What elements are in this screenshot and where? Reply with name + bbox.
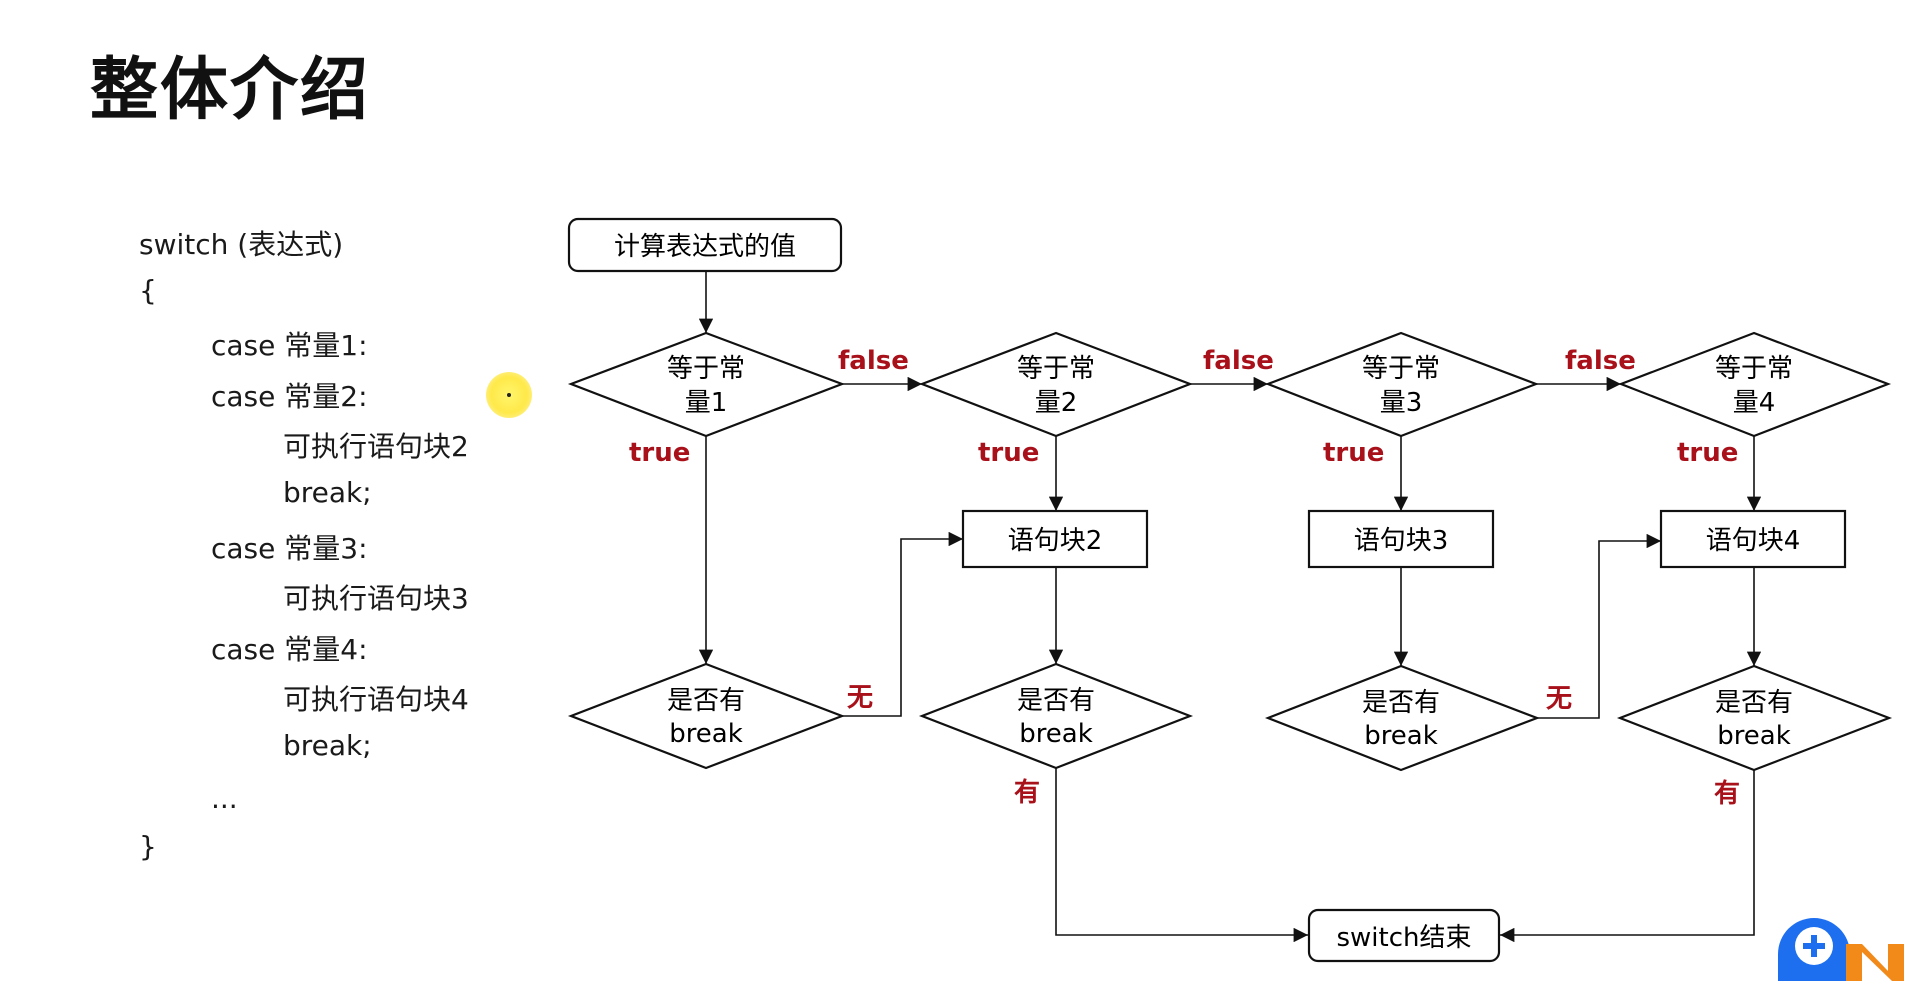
code-line: 可执行语句块4 <box>283 683 469 716</box>
code-line: break; <box>283 476 372 509</box>
none-label: 无 <box>847 683 873 713</box>
arrow-b2-has-to-end <box>1055 768 1308 943</box>
code-line: } <box>139 830 157 863</box>
code-line: 可执行语句块3 <box>283 582 469 615</box>
code-line: case 常量2: <box>211 380 368 413</box>
break-check-1: 是否有 break <box>567 662 846 770</box>
break-check-label: break <box>1717 721 1791 751</box>
arrow-b4-has-to-end <box>1500 770 1755 943</box>
decision-label: 量3 <box>1380 388 1423 418</box>
code-line: 可执行语句块2 <box>283 430 469 463</box>
decision-label: 量4 <box>1733 388 1776 418</box>
break-check-3: 是否有 break <box>1264 664 1541 772</box>
page-title: 整体介绍 <box>90 51 371 130</box>
code-line: case 常量4: <box>211 633 368 666</box>
false-label: false <box>1565 346 1636 376</box>
code-line: case 常量3: <box>211 532 368 565</box>
break-check-4: 是否有 break <box>1616 664 1893 772</box>
decision-case-3: 等于常 量3 <box>1264 331 1540 438</box>
start-box <box>567 217 843 273</box>
has-label: 有 <box>1714 779 1740 809</box>
has-label: 有 <box>1014 778 1040 808</box>
break-check-label: 是否有 <box>1715 688 1793 718</box>
block-4: 语句块4 <box>1659 509 1847 569</box>
brand-logo-icon <box>1776 908 1911 981</box>
decision-label: 量1 <box>685 388 728 418</box>
break-check-label: break <box>1019 719 1093 749</box>
true-label: true <box>978 438 1039 468</box>
false-label: false <box>1203 346 1274 376</box>
break-check-label: 是否有 <box>1362 688 1440 718</box>
break-check-label: break <box>1364 721 1438 751</box>
end-box <box>1307 908 1501 963</box>
code-line: break; <box>283 729 372 762</box>
start-label: 计算表达式的值 <box>614 232 796 262</box>
break-check-2: 是否有 break <box>918 662 1194 770</box>
true-label: true <box>1323 438 1384 468</box>
false-label: false <box>838 346 909 376</box>
arrow-b1-none-to-block2 <box>842 531 963 717</box>
end-label: switch结束 <box>1336 923 1471 953</box>
decision-case-2: 等于常 量2 <box>918 331 1194 438</box>
none-label: 无 <box>1546 684 1572 714</box>
decision-label: 等于常 <box>667 354 745 384</box>
pointer-highlight-icon <box>486 372 532 418</box>
block-label: 语句块4 <box>1706 526 1801 556</box>
decision-case-1: 等于常 量1 <box>567 331 846 438</box>
decision-label: 等于常 <box>1017 354 1095 384</box>
break-check-label: break <box>669 719 743 749</box>
block-3: 语句块3 <box>1307 509 1495 569</box>
flow-connectors <box>698 272 1762 943</box>
arrow-b3-none-to-block4 <box>1537 533 1661 719</box>
code-line: switch (表达式) <box>139 228 344 261</box>
decision-case-4: 等于常 量4 <box>1617 331 1892 438</box>
code-line: case 常量1: <box>211 329 368 362</box>
decision-label: 等于常 <box>1362 354 1440 384</box>
decision-label: 量2 <box>1035 388 1078 418</box>
code-line: { <box>139 274 157 307</box>
decision-label: 等于常 <box>1715 354 1793 384</box>
code-line: ... <box>211 782 238 815</box>
block-2: 语句块2 <box>961 509 1149 569</box>
true-label: true <box>1677 438 1738 468</box>
break-check-label: 是否有 <box>667 686 745 716</box>
true-label: true <box>629 438 690 468</box>
break-check-label: 是否有 <box>1017 686 1095 716</box>
block-label: 语句块2 <box>1008 526 1103 556</box>
block-label: 语句块3 <box>1354 526 1449 556</box>
